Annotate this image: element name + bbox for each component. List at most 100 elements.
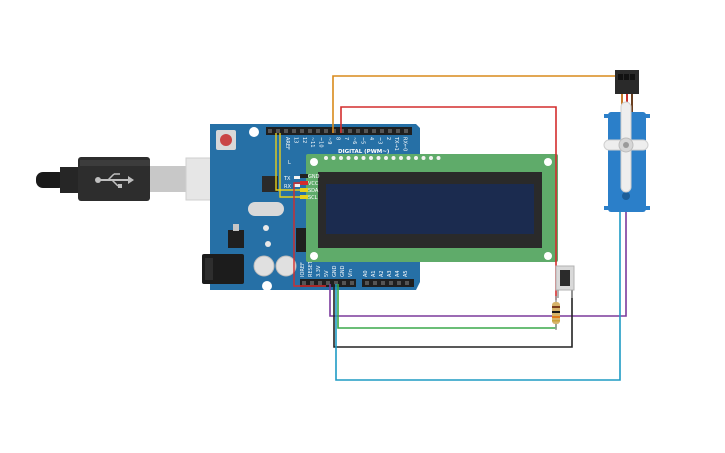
digital-header-label: DIGITAL (PWM~) (338, 149, 390, 155)
lcd-pin-hole (346, 156, 351, 160)
bottom-pin-label: A3 (387, 270, 393, 277)
bottom-pin-label: IOREF (300, 262, 306, 277)
header-pin[interactable] (381, 281, 385, 285)
header-pin[interactable] (380, 129, 384, 133)
wire-blue-servo[interactable] (335, 206, 621, 381)
header-pin[interactable] (284, 129, 288, 133)
header-pin[interactable] (332, 129, 336, 133)
bottom-pin-label: A5 (403, 270, 409, 277)
led-label-rx: RX (284, 184, 291, 190)
usb-chip (262, 176, 278, 192)
bottom-pin-label: GND (332, 265, 338, 277)
header-pin[interactable] (276, 129, 280, 133)
lcd-pin-label: SDA (308, 188, 319, 194)
header-pin[interactable] (308, 129, 312, 133)
header-pin[interactable] (348, 129, 352, 133)
bottom-pin-label: RESET (308, 260, 314, 277)
digital-header[interactable] (266, 127, 412, 135)
bottom-pin-label: GND (340, 265, 346, 277)
wire-purple[interactable] (329, 206, 627, 317)
header-pin[interactable] (326, 281, 330, 285)
header-pin[interactable] (388, 129, 392, 133)
lcd-pin-hole (414, 156, 418, 160)
capacitor (275, 255, 297, 277)
wire-red-button[interactable] (340, 106, 557, 300)
lcd-pin-hole (369, 156, 373, 160)
wire-yellow-sda[interactable] (275, 133, 308, 191)
top-pin-label: ~3 (376, 137, 382, 144)
top-pin-label: ~9 (326, 137, 332, 144)
header-pin[interactable] (396, 129, 400, 133)
wire-yellow-scl[interactable] (279, 133, 308, 198)
header-pin[interactable] (292, 129, 296, 133)
lcd-pin-label: VCC (308, 181, 319, 187)
wire-black-gnd[interactable] (333, 284, 573, 348)
header-pin[interactable] (350, 281, 354, 285)
top-pin-label: ~5 (360, 137, 366, 144)
voltage-regulator (228, 230, 244, 248)
header-pin[interactable] (334, 281, 338, 285)
lcd-screen (326, 184, 534, 234)
led-label-l: L (288, 160, 291, 166)
crystal-oscillator (248, 202, 284, 216)
header-pin[interactable] (404, 129, 408, 133)
header-pin[interactable] (310, 281, 314, 285)
lcd-pin-hole (376, 156, 381, 160)
header-pin[interactable] (372, 129, 376, 133)
mounting-hole (249, 127, 259, 137)
header-pin[interactable] (300, 129, 304, 133)
header-pin[interactable] (405, 281, 409, 285)
lcd-pin-hole (331, 156, 336, 160)
wire-red-lcd-vcc[interactable] (293, 182, 326, 287)
push-button[interactable] (555, 265, 575, 298)
servo-connector (615, 70, 639, 94)
header-pin[interactable] (268, 129, 272, 133)
bottom-pin-label: A1 (371, 270, 377, 277)
header-pin[interactable] (356, 129, 360, 133)
top-pin-label: AREF (284, 137, 290, 150)
mounting-hole (262, 281, 272, 291)
wire-green[interactable] (337, 284, 557, 329)
bottom-pin-label: 5V (324, 270, 330, 277)
capacitor (253, 255, 275, 277)
bottom-pin-label: A4 (395, 270, 401, 277)
top-pin-label: ~11 (309, 137, 315, 148)
wires[interactable] (275, 75, 629, 381)
top-pin-label: 13 (292, 137, 298, 143)
lcd-pin-label: SCL (308, 195, 318, 201)
header-pin[interactable] (389, 281, 393, 285)
led-label-tx: TX (283, 176, 291, 182)
header-pin[interactable] (302, 281, 306, 285)
bottom-pin-label: Vin (348, 269, 354, 277)
lcd-pin-hole (339, 156, 343, 160)
lcd-i2c-pin[interactable] (300, 174, 308, 178)
bottom-pin-label: A0 (363, 270, 369, 277)
servo-horn[interactable] (603, 101, 649, 193)
header-pin[interactable] (365, 281, 369, 285)
push-button-cap (560, 270, 570, 286)
header-pin[interactable] (397, 281, 401, 285)
reset-button-cap (220, 134, 232, 146)
header-pin[interactable] (364, 129, 368, 133)
header-pin[interactable] (373, 281, 377, 285)
servo-motor[interactable] (603, 70, 650, 212)
bottom-pin-label: 3.3V (316, 265, 322, 277)
resistor[interactable] (552, 296, 560, 330)
header-pin[interactable] (324, 129, 328, 133)
lcd-pin-hole (421, 156, 426, 160)
lcd-pin-label: GND (308, 174, 320, 180)
header-pin[interactable] (318, 281, 322, 285)
top-pin-label: 7 (343, 137, 349, 140)
header-pin[interactable] (340, 129, 344, 133)
top-pin-label: 2 (385, 137, 391, 140)
header-pin[interactable] (342, 281, 346, 285)
top-pin-label: TX→1 (393, 136, 399, 151)
bottom-pin-label: A2 (379, 270, 385, 277)
header-pin[interactable] (316, 129, 320, 133)
lcd-pin-hole (399, 156, 403, 160)
lcd-pin-hole (361, 156, 366, 160)
analog-header[interactable] (362, 279, 414, 287)
top-pin-label: 8 (334, 137, 340, 140)
